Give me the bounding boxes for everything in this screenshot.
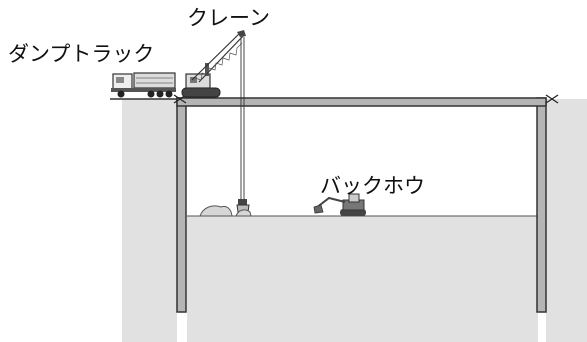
dump-truck-wheel	[117, 90, 125, 98]
backhoe-cab	[348, 193, 360, 203]
crane-mast	[205, 63, 209, 76]
strut-beam	[176, 97, 547, 107]
dump-truck-wheel	[156, 90, 164, 98]
crane-cab	[185, 73, 211, 89]
dump-truck	[111, 72, 176, 98]
backhoe-bucket	[313, 204, 324, 214]
backhoe-label: バックホウ	[320, 174, 425, 198]
retaining-wall-left	[176, 97, 187, 313]
ground-left	[122, 99, 177, 342]
dump-truck-wheel	[165, 90, 173, 98]
retaining-wall-right	[536, 97, 547, 313]
crane-label: クレーン	[187, 6, 270, 30]
soil-mound-small	[235, 209, 252, 217]
crawler-crane	[181, 30, 250, 213]
wall-top-mark-right	[545, 94, 559, 104]
dump-truck-chassis	[111, 88, 176, 92]
ground-right	[546, 99, 587, 342]
dump-truck-wheel	[147, 90, 155, 98]
crane-crawler	[181, 87, 221, 98]
crane-boom	[191, 32, 245, 83]
dump-truck-label: ダンプトラック	[8, 42, 155, 66]
backhoe	[313, 193, 366, 216]
crane-boom-tip	[237, 30, 246, 37]
backhoe-arm	[315, 196, 346, 209]
excavation-floor	[187, 216, 538, 342]
retaining-structure	[173, 94, 559, 313]
ground	[110, 98, 587, 342]
backhoe-crawler	[340, 209, 366, 216]
soil-mound	[199, 205, 233, 217]
dump-truck-bed	[133, 72, 176, 89]
crane-hook	[238, 199, 247, 205]
